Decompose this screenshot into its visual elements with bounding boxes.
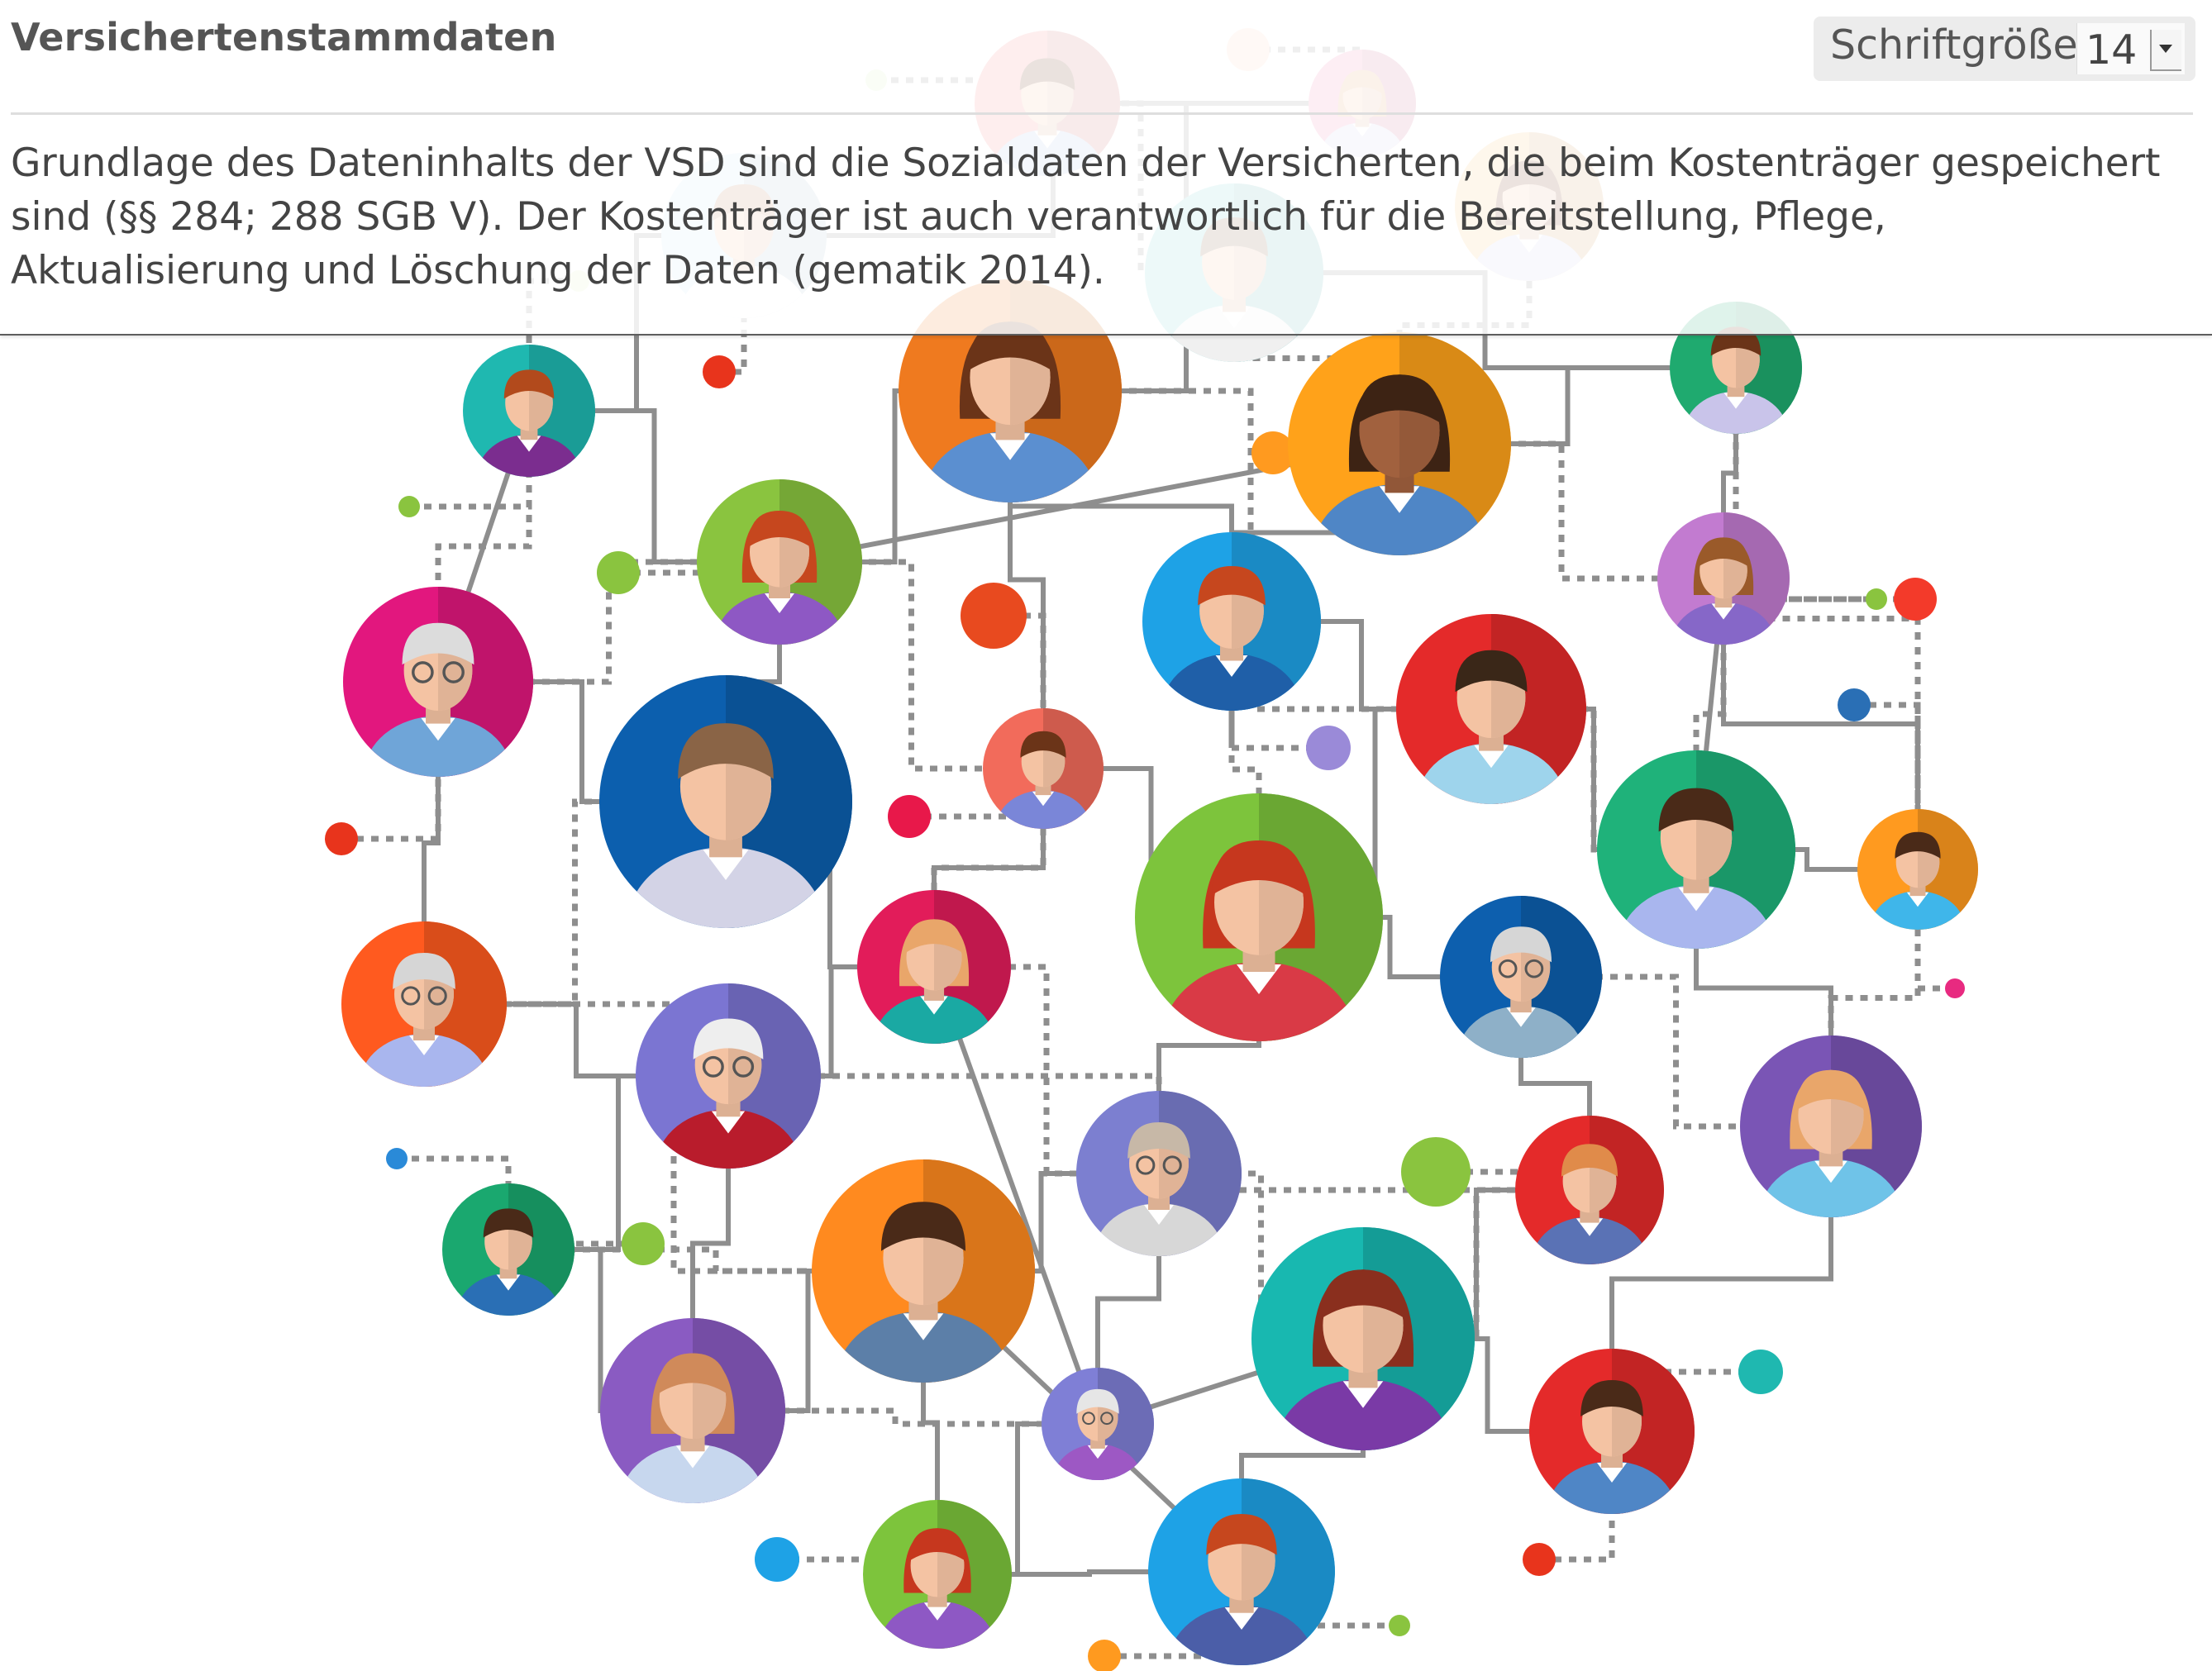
dropdown-arrow-icon[interactable] bbox=[2150, 30, 2181, 71]
person-avatar-icon bbox=[442, 1183, 574, 1316]
panel-body-text: Grundlage des Dateninhalts der VSD sind … bbox=[11, 140, 2161, 293]
network-node-dot bbox=[888, 795, 931, 838]
person-avatar-icon bbox=[1515, 1116, 1664, 1264]
network-node-dot bbox=[1945, 978, 1965, 998]
network-node-dot bbox=[1838, 688, 1871, 721]
person-avatar-icon bbox=[599, 675, 852, 928]
person-avatar-icon bbox=[983, 708, 1104, 829]
person-avatar-icon bbox=[1597, 750, 1795, 949]
network-node-dot bbox=[755, 1537, 799, 1582]
network-node-dot bbox=[1866, 588, 1887, 610]
person-avatar-icon bbox=[600, 1318, 785, 1503]
dashed-connector bbox=[1914, 869, 1955, 992]
dashed-connector bbox=[1231, 273, 1403, 444]
person-avatar-icon bbox=[1042, 1368, 1154, 1480]
network-node-dot bbox=[961, 583, 1027, 649]
dashed-connector bbox=[1854, 702, 1921, 869]
person-avatar-icon bbox=[812, 1159, 1035, 1383]
network-node-dot bbox=[1251, 431, 1294, 474]
person-avatar-icon bbox=[1076, 1091, 1242, 1256]
network-node-dot bbox=[1401, 1137, 1471, 1207]
dashed-connector bbox=[693, 1407, 1098, 1427]
font-size-value: 14 bbox=[2086, 26, 2138, 74]
person-avatar-icon bbox=[341, 921, 507, 1087]
panel-title: Versichertenstammdaten bbox=[11, 15, 557, 60]
network-node-dot bbox=[1306, 726, 1351, 770]
person-avatar-icon bbox=[697, 479, 862, 645]
dashed-connector bbox=[397, 1155, 512, 1250]
dashed-connector bbox=[1733, 368, 1921, 869]
network-node-dot bbox=[703, 355, 736, 388]
network-node-dot bbox=[325, 822, 358, 855]
network-node-dot bbox=[1523, 1543, 1556, 1576]
person-avatar-icon bbox=[1857, 809, 1978, 930]
network-node-dot bbox=[1894, 578, 1937, 621]
person-avatar-icon bbox=[1440, 896, 1602, 1058]
info-panel: Versichertenstammdaten Schriftgröße 14 G… bbox=[0, 0, 2212, 336]
person-avatar-icon bbox=[1288, 332, 1511, 555]
network-node-dot bbox=[622, 1222, 665, 1265]
person-avatar-icon bbox=[1396, 614, 1586, 804]
font-size-label: Schriftgröße bbox=[1830, 21, 2078, 69]
font-size-select[interactable]: 14 bbox=[2076, 23, 2185, 74]
person-avatar-icon bbox=[857, 890, 1011, 1044]
dashed-connector bbox=[1720, 578, 1915, 602]
person-avatar-icon bbox=[1251, 1227, 1475, 1450]
dashed-connector bbox=[1010, 388, 1491, 712]
network-node-dot bbox=[386, 1148, 408, 1169]
panel-divider bbox=[11, 112, 2193, 115]
person-avatar-icon bbox=[1142, 532, 1321, 711]
person-avatar-icon bbox=[1135, 793, 1383, 1041]
person-avatar-icon bbox=[343, 587, 533, 777]
dashed-connector bbox=[424, 1001, 923, 1274]
network-node-dot bbox=[597, 551, 640, 594]
network-dots bbox=[325, 28, 1965, 1671]
font-size-control: Schriftgröße 14 bbox=[1814, 17, 2195, 81]
network-node-dot bbox=[1738, 1350, 1783, 1394]
person-avatar-icon bbox=[636, 983, 821, 1169]
person-avatar-icon bbox=[1529, 1349, 1695, 1514]
person-avatar-icon bbox=[1148, 1478, 1335, 1665]
solid-connector bbox=[932, 965, 1100, 1426]
network-node-dot bbox=[398, 496, 420, 517]
dashed-connector bbox=[728, 1073, 1590, 1193]
network-node-dot bbox=[1389, 1615, 1410, 1636]
dashed-connector bbox=[438, 559, 779, 685]
dashed-connector bbox=[341, 682, 441, 842]
network-node-dot bbox=[1088, 1640, 1121, 1671]
person-avatar-icon bbox=[463, 345, 595, 477]
person-avatar-icon bbox=[1657, 512, 1790, 645]
avatar-group bbox=[341, 31, 1978, 1665]
person-avatar-icon bbox=[1740, 1035, 1922, 1217]
person-avatar-icon bbox=[863, 1500, 1012, 1649]
